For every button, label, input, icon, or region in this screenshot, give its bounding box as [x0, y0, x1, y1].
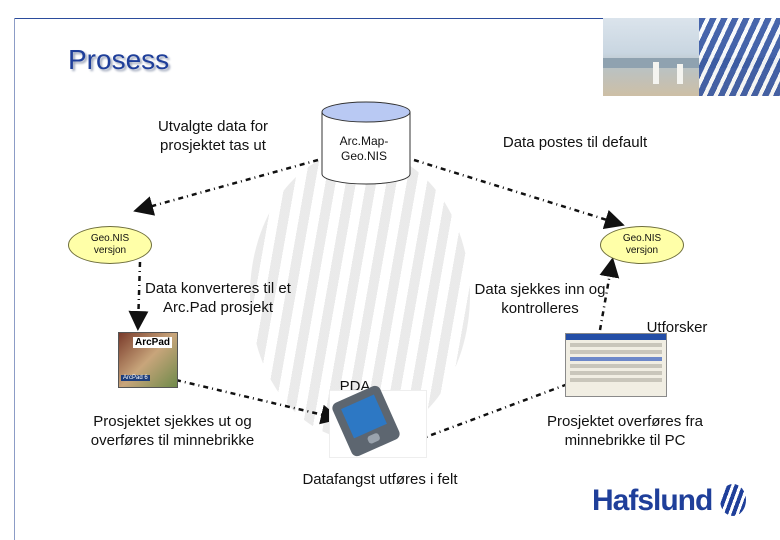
slide-title: Prosess	[68, 44, 170, 75]
left-rule	[14, 18, 15, 540]
step-checkout: Prosjektet sjekkes ut og overføres til m…	[90, 413, 255, 449]
step-check-in: Data sjekkes inn og kontrolleres	[474, 281, 606, 317]
arrow-db-to-left	[133, 158, 319, 216]
geonis-version-left-label: Geo.NIS versjon	[90, 233, 130, 256]
hafslund-logo-icon	[720, 484, 746, 516]
explorer-label: Utforsker	[646, 319, 708, 336]
arcpad-version: ArcPad 6	[121, 375, 150, 381]
hafslund-logo-text: Hafslund	[592, 484, 713, 517]
explorer-screenshot	[565, 333, 667, 397]
arcpad-brand: ArcPad	[133, 337, 173, 348]
database-label: Arc.Map-Geo.NIS	[339, 134, 389, 163]
arrow-left-to-arcpad	[128, 261, 149, 331]
database-icon	[320, 100, 412, 186]
step-transfer: Prosjektet overføres fra minnebrikke til…	[547, 413, 703, 449]
header-photo	[603, 18, 780, 96]
top-rule	[14, 18, 780, 19]
geonis-version-right: Geo.NIS versjon	[600, 226, 684, 264]
arrow-pda-to-explorer	[417, 373, 589, 442]
step-field: Datafangst utføres i felt	[302, 471, 458, 488]
geonis-version-left: Geo.NIS versjon	[68, 226, 152, 264]
geonis-version-right-label: Geo.NIS versjon	[622, 233, 662, 256]
step-selected-data: Utvalgte data for prosjektet tas ut	[157, 118, 269, 154]
step-posted-default: Data postes til default	[502, 134, 648, 151]
arrow-db-to-right	[413, 158, 625, 230]
step-convert: Data konverteres til et Arc.Pad prosjekt	[145, 280, 291, 316]
arrow-explorer-to-right	[598, 257, 620, 331]
arcpad-box-image: ArcPad ArcPad 6	[118, 332, 178, 388]
